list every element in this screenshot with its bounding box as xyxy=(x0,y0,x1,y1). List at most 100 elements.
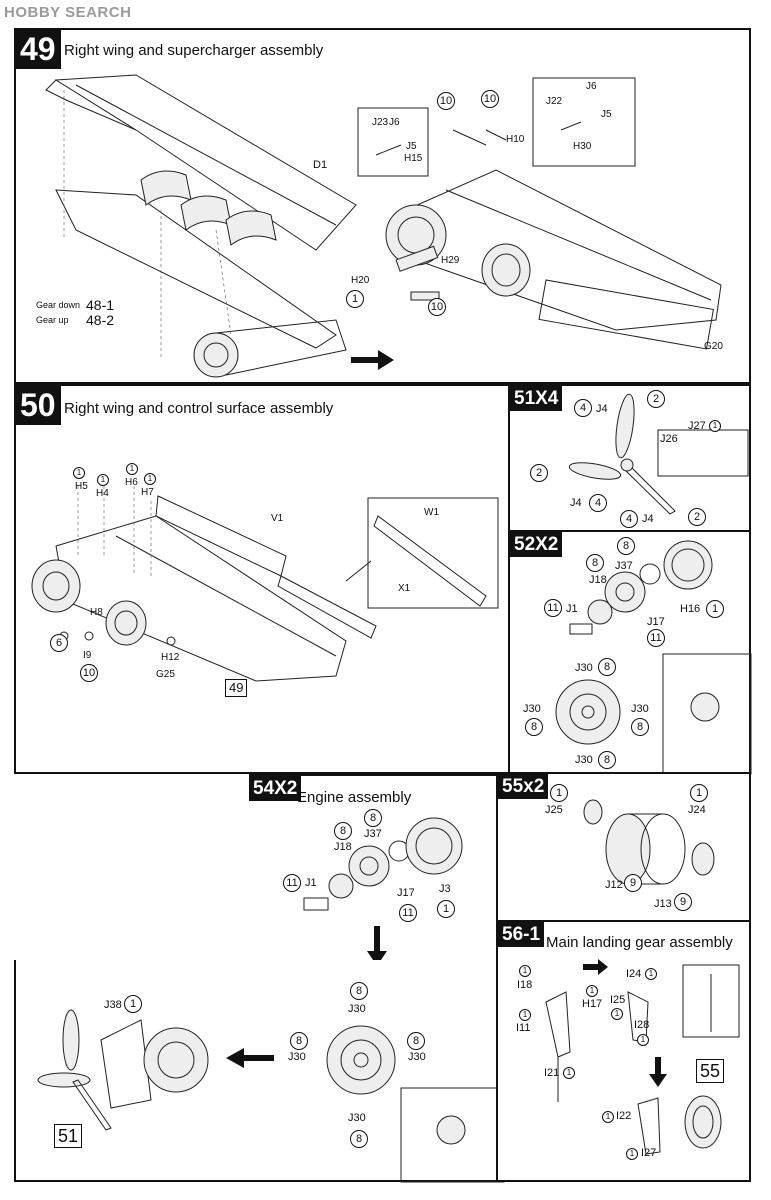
ref-51: 51 xyxy=(50,919,79,943)
callout-one-e: 1 xyxy=(645,968,657,980)
callout-eight-a: 8 xyxy=(364,809,382,827)
callout-eight-b: 8 xyxy=(586,554,604,572)
step-49-drawing xyxy=(45,74,722,378)
callout-one: 1 xyxy=(706,600,724,618)
label-J30-bottom: J30 xyxy=(575,754,593,766)
label-I11: I11 xyxy=(516,1022,531,1034)
callout-one-b: 1 xyxy=(124,995,142,1013)
label-J38: J38 xyxy=(104,999,122,1011)
label-J1: J1 xyxy=(305,877,317,889)
label-J37: J37 xyxy=(615,560,633,572)
label-gear-up-ref: 48-2 xyxy=(86,312,115,328)
label-J1: J1 xyxy=(566,603,578,615)
label-J38: J38 xyxy=(113,798,131,810)
step-54-lower-drawing xyxy=(37,1009,505,1183)
watermark: HOBBY SEARCH xyxy=(4,4,132,21)
step-49-title: Right wing and supercharger assembly xyxy=(64,42,324,59)
step-55-drawing xyxy=(583,799,715,885)
callout-six: 6 xyxy=(50,634,68,652)
label-J18: J18 xyxy=(589,574,607,586)
callout-eight-b: 8 xyxy=(334,822,352,840)
label-J24: J24 xyxy=(688,804,706,816)
label-J30-top: J30 xyxy=(348,1003,366,1015)
label-H20: H20 xyxy=(351,275,370,286)
label-G20: G20 xyxy=(704,341,723,352)
callout-four-a: 4 xyxy=(574,399,592,417)
ref-55: 55 xyxy=(696,1059,725,1083)
label-J17: J17 xyxy=(397,887,415,899)
label-I25: I25 xyxy=(610,994,626,1006)
label-J30-right: J30 xyxy=(631,703,649,715)
callout-ten-1: 10 xyxy=(437,92,455,110)
callout-one: 1 xyxy=(134,793,152,811)
label-J26: J26 xyxy=(660,433,678,445)
callout-eleven-b: 11 xyxy=(399,904,417,922)
label-gear-up: Gear up xyxy=(36,315,69,325)
label-I27: I27 xyxy=(641,1147,657,1159)
label-H15: H15 xyxy=(404,153,423,164)
callout-eight-e: 8 xyxy=(407,1032,425,1050)
callout-one-b: 1 xyxy=(97,474,109,486)
callout-eight-c: 8 xyxy=(350,982,368,1000)
callout-four-c: 4 xyxy=(620,510,638,528)
label-I28: I28 xyxy=(634,1019,650,1031)
label-H16: H16 xyxy=(680,603,701,615)
label-J27: J27 xyxy=(688,420,706,432)
callout-eight-f: 8 xyxy=(350,1130,368,1148)
label-J13: J13 xyxy=(654,898,672,910)
label-J30-bottom: J30 xyxy=(348,1112,366,1124)
callout-one-d: 1 xyxy=(144,473,156,485)
callout-ten-3: 10 xyxy=(428,298,446,316)
label-gear-down-ref: 48-1 xyxy=(86,297,115,313)
label-W1: W1 xyxy=(424,507,439,518)
label-I22: I22 xyxy=(616,1110,632,1122)
step-49-number: 49 xyxy=(16,30,61,69)
label-I21: I21 xyxy=(544,1067,560,1079)
step-52-drawing xyxy=(555,540,752,775)
label-X1: X1 xyxy=(398,583,411,594)
step-52-number: 52X2 xyxy=(510,532,563,557)
step-52-panel: 52X2 8 8 J37 J18 11 J1 J17 H16 1 11 J30 … xyxy=(508,530,752,775)
callout-one-d: 1 xyxy=(563,1067,575,1079)
callout-four-b: 4 xyxy=(589,494,607,512)
label-J17: J17 xyxy=(647,616,665,628)
callout-eight-a: 8 xyxy=(617,537,635,555)
callout-one-a: 1 xyxy=(550,784,568,802)
label-J3: J3 xyxy=(439,883,451,895)
label-H7: H7 xyxy=(141,487,154,498)
callout-one-i: 1 xyxy=(626,1148,638,1160)
label-J23: J23 xyxy=(372,117,389,128)
label-H10: H10 xyxy=(506,134,525,145)
callout-eight-d: 8 xyxy=(290,1032,308,1050)
callout-ten: 10 xyxy=(80,664,98,682)
callout-ten-2: 10 xyxy=(481,90,499,108)
callout-one-h: 1 xyxy=(602,1111,614,1123)
callout-one-f: 1 xyxy=(611,1008,623,1020)
step-56-panel: 56-1 Main landing gear assembly 1 I18 1 … xyxy=(496,920,751,1182)
ref-52: 52 xyxy=(201,890,230,914)
callout-eleven-a: 11 xyxy=(544,599,562,617)
label-H6: H6 xyxy=(125,477,138,488)
callout-one-a: 1 xyxy=(519,965,531,977)
step-50-number: 50 xyxy=(16,386,61,425)
ref-51: 51 xyxy=(54,1124,83,1148)
label-J4-b: J4 xyxy=(570,497,582,509)
callout-eight-c: 8 xyxy=(598,658,616,676)
callout-one: 1 xyxy=(346,290,364,308)
callout-one: 1 xyxy=(437,900,455,918)
step-55-panel: 55x2 1 J25 1 J24 J12 9 J13 9 xyxy=(496,772,751,922)
ref-49: 49 xyxy=(225,679,248,697)
label-gear-down: Gear down xyxy=(36,300,81,310)
step-51-number: 51X4 xyxy=(510,386,563,411)
step-49-panel: 49 Right wing and supercharger assembly xyxy=(14,28,751,384)
label-J30-left: J30 xyxy=(523,703,541,715)
step-51-panel: 51X4 4 J4 2 J26 J27 1 2 J4 4 4 J4 2 xyxy=(508,384,751,532)
label-H5: H5 xyxy=(75,481,88,492)
label-H17: H17 xyxy=(582,998,603,1010)
callout-one-c: 1 xyxy=(126,463,138,475)
label-J4-c: J4 xyxy=(642,513,654,525)
step-55-number: 55x2 xyxy=(498,774,549,799)
label-I18: I18 xyxy=(517,979,533,991)
step-54-lower: J38 1 51 8 J30 8 J30 8 J30 J30 8 xyxy=(14,960,505,1183)
callout-two-a: 2 xyxy=(647,390,665,408)
